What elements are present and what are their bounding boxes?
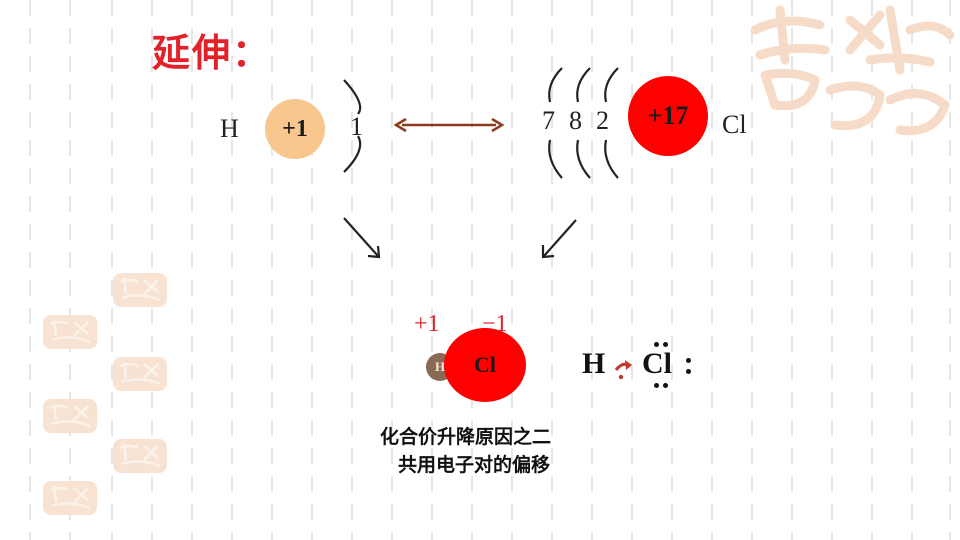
down-right-arrow-icon [343,217,381,259]
small-seal-icon [43,399,97,433]
hydrogen-nucleus: +1 [265,99,325,159]
lewis-chlorine: Cl [642,347,672,380]
chlorine-shell-arcs [548,67,619,179]
hydrogen-charge: +1 [414,311,440,337]
chlorine-shell-1-electrons: 2 [596,106,609,135]
hydrogen-shell-electrons: 1 [350,112,363,141]
lone-pair-dot [654,383,659,388]
small-seal-icon [113,439,167,473]
small-seal-icon [113,357,167,391]
small-seal-icon [113,273,167,307]
chlorine-nucleus: +17 [628,76,708,156]
page-title: 延伸： [152,31,273,75]
lone-pair-dot [686,369,691,374]
lone-pair-dot [654,342,659,347]
caption-line-1: 化合价升降原因之二 [380,426,552,448]
hydrogen-symbol: H [220,114,239,143]
small-seal-icon [43,315,97,349]
watermark-seal-icon [750,5,955,136]
caption-line-2: 共用电子对的偏移 [398,454,551,476]
molecule-chlorine-atom: Cl [444,328,526,402]
small-seal-icon [43,481,97,515]
lewis-hydrogen: H [582,347,606,380]
hydrogen-shell-arc [343,79,362,173]
chlorine-symbol: Cl [722,110,747,139]
double-headed-arrow-icon [393,117,505,133]
lone-pair-dot [663,383,668,388]
lone-pair-dot [663,342,668,347]
lone-pair-dot [686,358,691,363]
chlorine-shell-2-electrons: 8 [569,106,582,135]
down-left-arrow-icon [541,219,577,259]
chlorine-shell-3-electrons: 7 [542,106,555,135]
shared-pair-arrow-icon [614,360,632,380]
